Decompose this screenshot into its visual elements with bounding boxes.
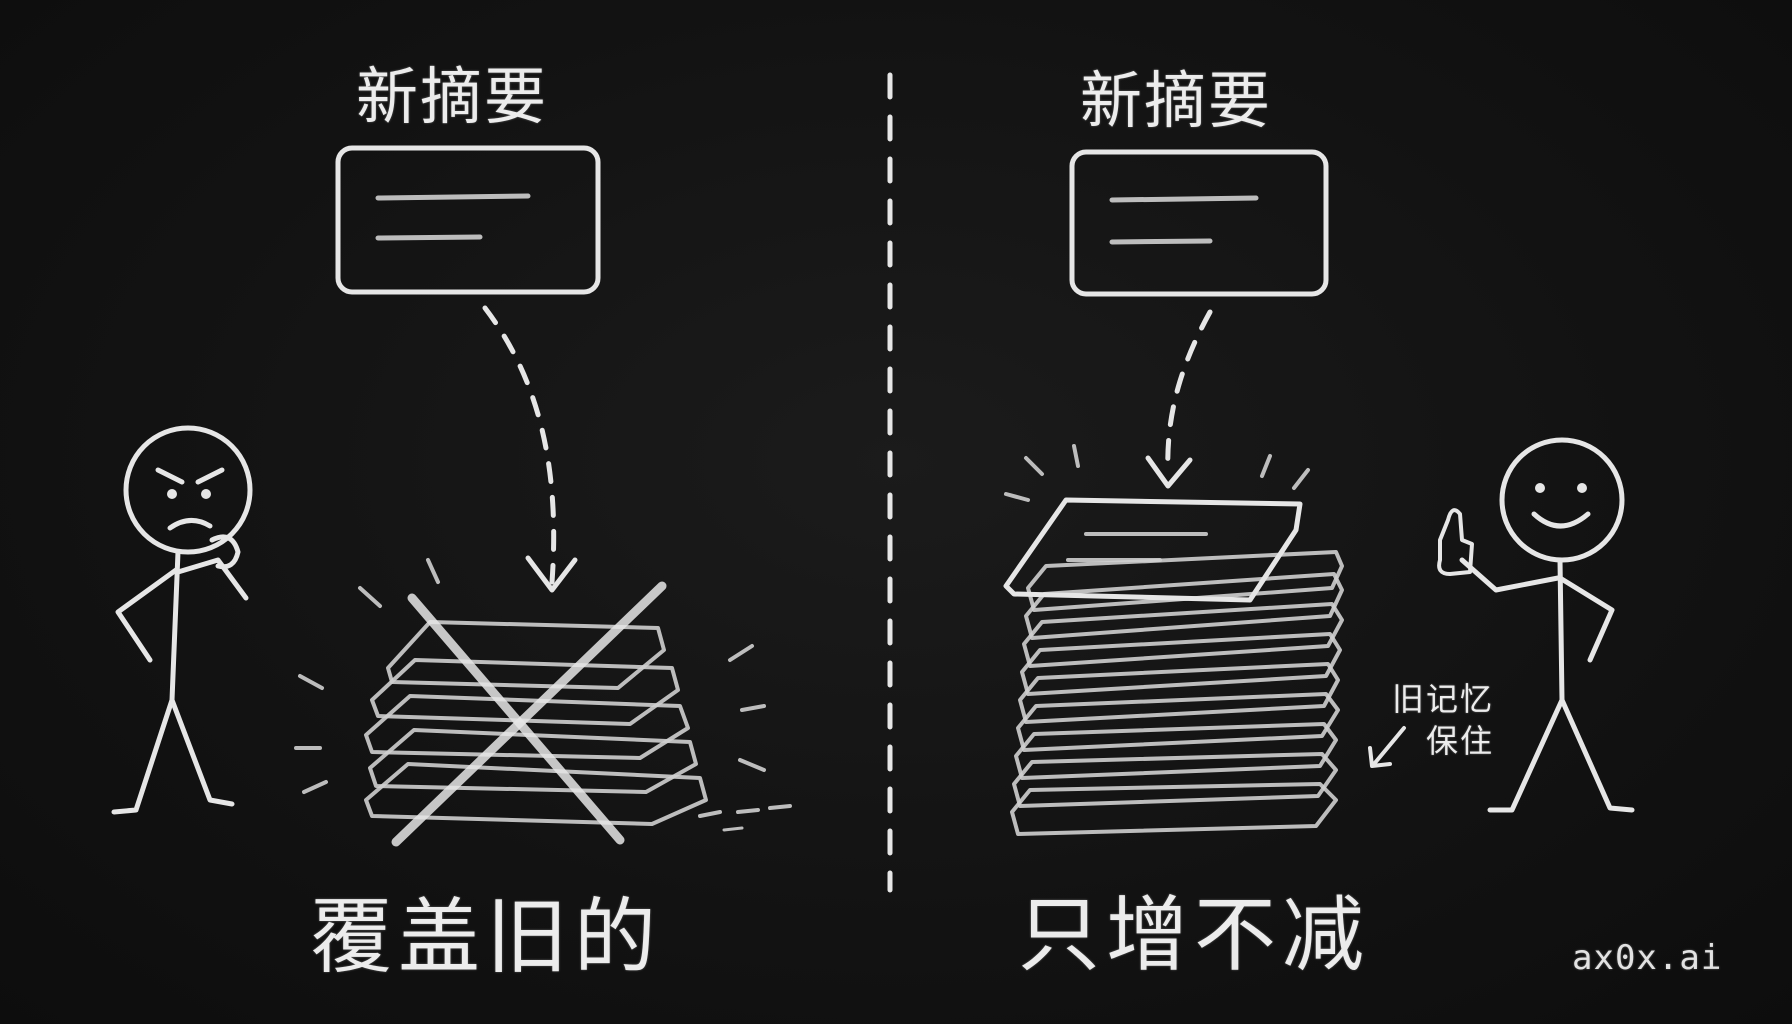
frowning-stick-figure xyxy=(111,425,253,815)
right-caption: 只增不减 xyxy=(1018,888,1371,983)
note-line-2: 保住 xyxy=(1426,722,1495,760)
right-title: 新摘要 xyxy=(1080,64,1273,137)
left-summary-card xyxy=(335,145,601,295)
smiling-stick-figure xyxy=(1437,437,1635,813)
right-dashed-arrow xyxy=(1004,309,1310,502)
right-growing-stack xyxy=(1003,497,1406,836)
left-caption: 覆盖旧的 xyxy=(310,890,663,985)
left-crushed-stack xyxy=(294,558,792,847)
right-summary-card xyxy=(1069,149,1329,297)
note-line-1: 旧记忆 xyxy=(1392,680,1495,718)
left-title: 新摘要 xyxy=(356,60,549,133)
left-dashed-arrow xyxy=(482,305,578,593)
old-memory-note: 旧记忆 保住 xyxy=(1386,678,1494,762)
brand-watermark: ax0x.ai xyxy=(1572,938,1723,978)
